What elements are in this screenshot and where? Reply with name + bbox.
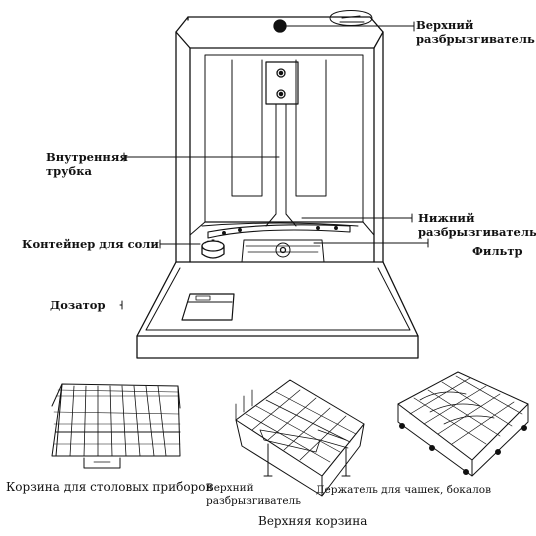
upper-basket-spray-label-line2: разбрызгиватель bbox=[206, 495, 301, 507]
dishwasher-body bbox=[136, 10, 419, 359]
upper-basket-spray-label: Верхний разбрызгиватель bbox=[206, 482, 301, 508]
lower-spray-arm-label: Нижний разбрызгиватель bbox=[418, 211, 536, 239]
upper-spray-arm-label-line1: Верхний bbox=[416, 18, 474, 32]
cup-holder-label: Держатель для чашек, бокалов bbox=[316, 484, 492, 496]
cutlery-basket bbox=[51, 383, 181, 469]
upper-basket-spray-label-line1: Верхний bbox=[206, 482, 254, 494]
lower-spray-arm bbox=[207, 224, 351, 239]
filter-label: Фильтр bbox=[472, 244, 523, 258]
leader-lines bbox=[119, 21, 429, 310]
filter bbox=[241, 239, 325, 263]
cutlery-basket-label: Корзина для столовых приборов bbox=[6, 480, 213, 494]
inner-tube-label: Внутренняя трубка bbox=[46, 150, 128, 178]
dispenser-label: Дозатор bbox=[50, 298, 106, 312]
upper-basket bbox=[235, 379, 365, 497]
salt-container bbox=[201, 239, 225, 259]
inner-tube-label-line2: трубка bbox=[46, 164, 92, 178]
inner-tube-label-line1: Внутренняя bbox=[46, 150, 128, 164]
upper-basket-label: Верхняя корзина bbox=[258, 514, 368, 528]
lower-spray-arm-label-line1: Нижний bbox=[418, 211, 475, 225]
salt-container-label: Контейнер для соли bbox=[22, 237, 159, 251]
upper-spray-arm-label-line2: разбрызгиватель bbox=[416, 32, 535, 46]
lower-spray-arm-label-line2: разбрызгиватель bbox=[418, 225, 536, 239]
upper-spray-arm-icon bbox=[273, 19, 287, 33]
dispenser bbox=[181, 293, 235, 321]
lower-basket bbox=[397, 371, 529, 477]
upper-spray-arm-label: Верхний разбрызгиватель bbox=[416, 18, 535, 46]
